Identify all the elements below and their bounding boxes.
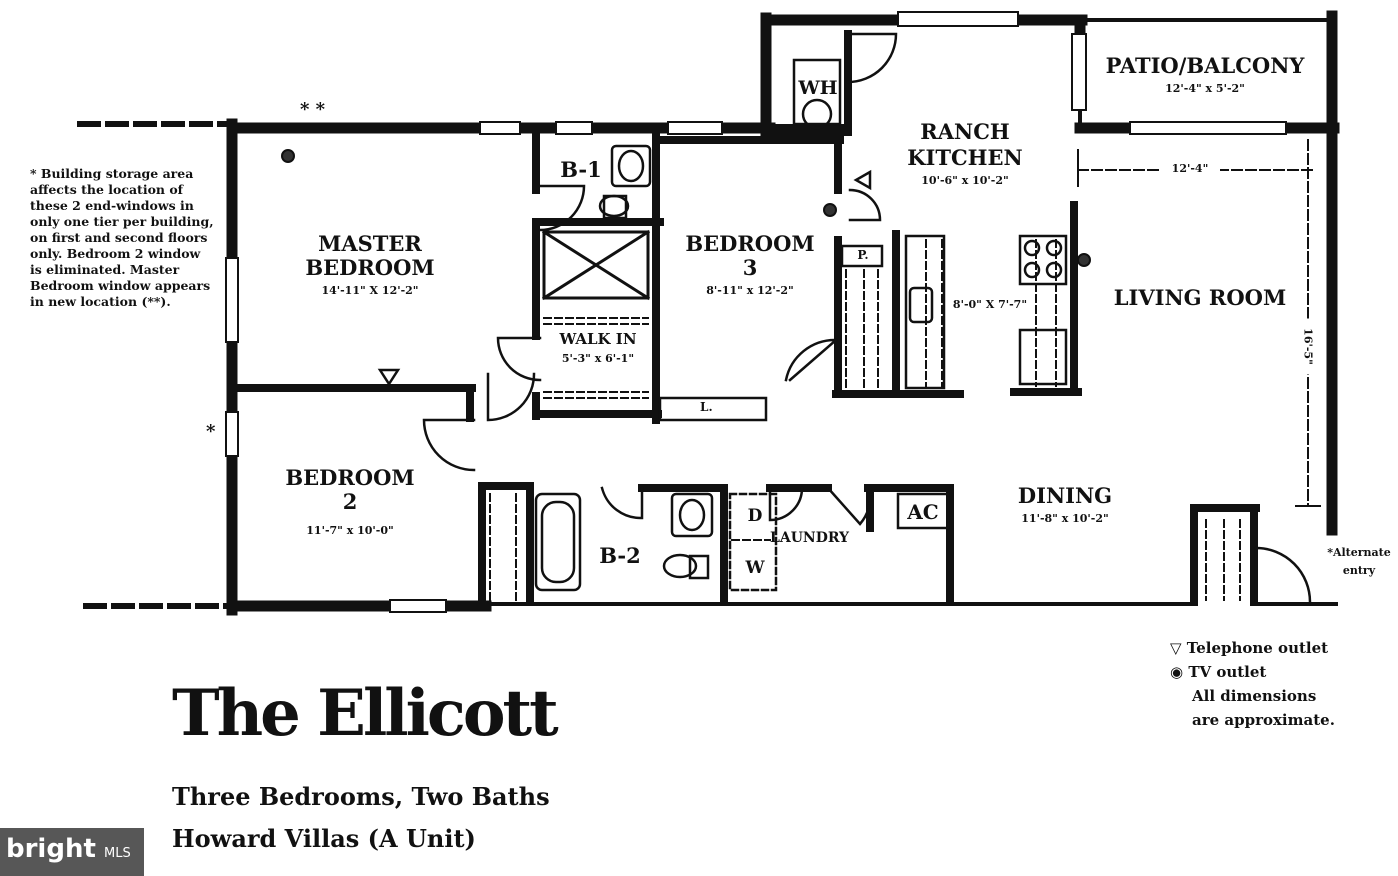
legend-telephone: ▽ Telephone outlet <box>1170 636 1335 660</box>
storage-footnote: * Building storage area affects the loca… <box>30 166 214 309</box>
double-star-mark: * * <box>300 99 326 120</box>
plan-subtitle-rooms: Three Bedrooms, Two Baths <box>172 782 550 811</box>
plan-subtitle-unit: Howard Villas (A Unit) <box>172 824 476 853</box>
telephone-outlet-icon: ▽ <box>1170 639 1187 657</box>
interior-walls <box>228 30 1260 608</box>
mls-watermark: bright MLS <box>0 828 144 876</box>
plan-title: The Ellicott <box>172 676 559 751</box>
master-bedroom-label-line1: MASTER <box>318 231 422 256</box>
linen-closet-label: L. <box>700 400 713 414</box>
legend-dimensions-line2: are approximate. <box>1192 711 1335 729</box>
closet-storage <box>541 229 651 301</box>
telephone-outlets <box>377 169 872 387</box>
laundry-label: LAUNDRY <box>770 530 850 546</box>
tv-outlets <box>281 149 1091 267</box>
living-depth-dimension: 16'-5" <box>1301 318 1315 375</box>
kitchen-label-line2: KITCHEN <box>907 145 1023 170</box>
bedroom-2-dimensions: 11'-7" x 10'-0" <box>306 524 394 537</box>
dining-dimensions: 11'-8" x 10'-2" <box>1021 512 1109 525</box>
bedroom-2-label-line1: BEDROOM <box>285 465 415 490</box>
bath-2-label: B-2 <box>599 543 641 568</box>
pantry-label: P. <box>857 248 869 262</box>
tv-outlet-icon: ◉ <box>1170 663 1189 681</box>
master-bedroom-dimensions: 14'-11" X 12'-2" <box>321 284 419 297</box>
patio-label: PATIO/BALCONY <box>1105 53 1305 78</box>
kitchen-dimensions: 10'-6" x 10'-2" <box>921 174 1009 187</box>
bedroom-3-label-line2: 3 <box>742 255 758 280</box>
watermark-suffix: MLS <box>104 846 131 861</box>
dimension-lines <box>1077 139 1321 507</box>
windows <box>225 11 1287 613</box>
ac-label: AC <box>907 500 939 524</box>
fixtures <box>534 58 1068 592</box>
legend-tv: ◉ TV outlet <box>1170 660 1335 684</box>
alternate-entry-label: *Alternate entry <box>1327 546 1391 577</box>
water-heater-label: WH <box>798 77 838 99</box>
bath-1-label: B-1 <box>560 157 602 182</box>
dashed-extension-lines <box>77 121 231 609</box>
dining-label: DINING <box>1017 483 1113 508</box>
bedroom-3-dimensions: 8'-11" x 12'-2" <box>706 284 794 297</box>
legend: ▽ Telephone outlet ◉ TV outlet All dimen… <box>1170 636 1335 732</box>
bedroom-2-label-line2: 2 <box>342 489 358 514</box>
walk-in-closet-dimensions: 5'-3" x 6'-1" <box>561 352 635 365</box>
washer-label: W <box>745 558 765 578</box>
patio-dimensions: 12'-4" x 5'-2" <box>1165 82 1245 95</box>
door-swings <box>422 32 1312 604</box>
living-room-label: LIVING ROOM <box>1113 285 1287 310</box>
watermark-brand: bright <box>6 834 96 864</box>
dryer-label: D <box>747 506 763 526</box>
master-bedroom-label-line2: BEDROOM <box>305 255 435 280</box>
legend-telephone-text: Telephone outlet <box>1186 639 1329 657</box>
living-width-dimension: 12'-4" <box>1160 162 1220 175</box>
single-star-mark: * <box>206 421 216 442</box>
pantry-dimensions: 8'-0" X 7'-7" <box>952 298 1028 311</box>
bedroom-3-label-line1: BEDROOM <box>685 231 815 256</box>
walk-in-closet-label: WALK IN <box>559 330 637 348</box>
legend-tv-text: TV outlet <box>1188 663 1267 681</box>
exterior-walls <box>226 10 1340 616</box>
kitchen-label-line1: RANCH <box>920 119 1010 144</box>
legend-dimensions-line1: All dimensions <box>1192 687 1317 705</box>
